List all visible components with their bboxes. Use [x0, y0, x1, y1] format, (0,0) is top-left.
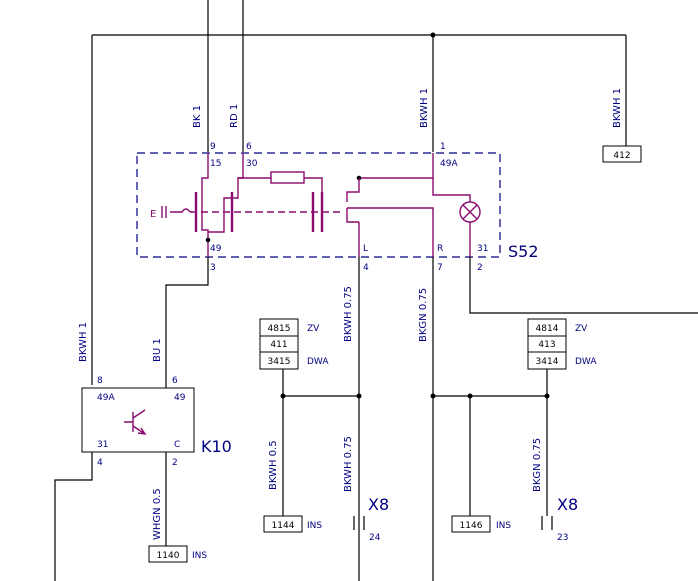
k10-pin-31: 31 [97, 440, 108, 450]
pin-49a: 49A [440, 159, 458, 169]
ref-413: 413 [538, 340, 555, 350]
wire-ground [469, 257, 698, 314]
label-dwa-right: DWA [575, 357, 597, 367]
connector-x8-left-pin: 24 [369, 533, 381, 543]
wire-label-whgn05: WHGN 0.5 [152, 488, 163, 540]
pin-1: 1 [440, 142, 446, 152]
k10-pin-8: 8 [97, 376, 103, 386]
ref-box-3415 [259, 351, 299, 370]
k10-label: K10 [201, 437, 232, 456]
connector-x8-right-symbol [541, 516, 553, 530]
connector-x8-right-pin: 23 [557, 533, 568, 543]
k10-pin-c: C [174, 440, 180, 450]
pin-31: 31 [477, 244, 488, 254]
wire-label-bkwh075-mid: BKWH 0.75 [343, 286, 354, 342]
pin-4: 4 [363, 263, 369, 273]
ref-412: 412 [613, 151, 630, 161]
ref-4814: 4814 [536, 324, 559, 334]
pin-l: L [363, 244, 368, 254]
transistor-icon [124, 409, 147, 435]
pin-2: 2 [477, 263, 483, 273]
ref-box-1140 [148, 545, 188, 563]
label-ins-1146: INS [496, 521, 511, 531]
pin-3: 3 [210, 263, 216, 273]
svg-text:E: E [150, 209, 156, 220]
k10-box [81, 387, 195, 453]
label-ins-1144: INS [307, 521, 322, 531]
s52-internals: E [150, 153, 481, 257]
wire-label-bkwh1-top: BKWH 1 [419, 88, 430, 128]
ref-1146: 1146 [460, 521, 483, 531]
wire-label-bkwh05: BKWH 0.5 [268, 440, 279, 490]
ref-411: 411 [270, 340, 287, 350]
label-dwa-left: DWA [307, 357, 329, 367]
label-ins-1140: INS [192, 551, 207, 561]
wire-bu1 [165, 257, 209, 388]
wire-label-bkwh1-left: BKWH 1 [78, 322, 89, 362]
wire-label-bu1: BU 1 [152, 338, 163, 362]
wire-label-bkwh075-low: BKWH 0.75 [343, 436, 354, 492]
pin-15: 15 [210, 159, 221, 169]
wire-label-bkgn075-mid: BKGN 0.75 [418, 288, 429, 342]
wire-label-bk1: BK 1 [192, 105, 203, 128]
ref-4815: 4815 [268, 324, 291, 334]
connector-x8-right-label: X8 [557, 495, 578, 514]
k10-pin-49a: 49A [97, 393, 115, 403]
pin-r: R [437, 244, 443, 254]
junction-left-b [356, 393, 362, 399]
ref-box-3414 [527, 351, 567, 370]
pin-30: 30 [246, 159, 258, 169]
ref-1144: 1144 [272, 521, 295, 531]
ref-1140: 1140 [157, 551, 180, 561]
ref-box-1146 [451, 515, 491, 533]
junction-right-a [430, 393, 436, 399]
wire-k10-31 [54, 452, 93, 581]
pin-7: 7 [437, 263, 443, 273]
ref-box-412 [602, 145, 642, 163]
pin-49: 49 [210, 244, 222, 254]
ref-box-1144 [263, 515, 303, 533]
label-zv-left: ZV [307, 324, 320, 334]
s52-label: S52 [508, 242, 539, 261]
ref-3415: 3415 [268, 357, 291, 367]
pin-9: 9 [210, 142, 216, 152]
k10-pin-4: 4 [97, 458, 103, 468]
wire-label-rd1: RD 1 [229, 104, 240, 128]
ref-3414: 3414 [536, 357, 559, 367]
wire-label-bkgn075-low: BKGN 0.75 [532, 438, 543, 492]
k10-pin-6: 6 [172, 376, 178, 386]
label-zv-right: ZV [575, 324, 588, 334]
connector-x8-left-symbol [353, 516, 365, 530]
connector-x8-left-label: X8 [368, 495, 389, 514]
pin-6: 6 [246, 142, 252, 152]
k10-pin-2: 2 [172, 458, 178, 468]
k10-pin-49: 49 [174, 393, 186, 403]
wire-label-bkwh1-right: BKWH 1 [612, 88, 623, 128]
